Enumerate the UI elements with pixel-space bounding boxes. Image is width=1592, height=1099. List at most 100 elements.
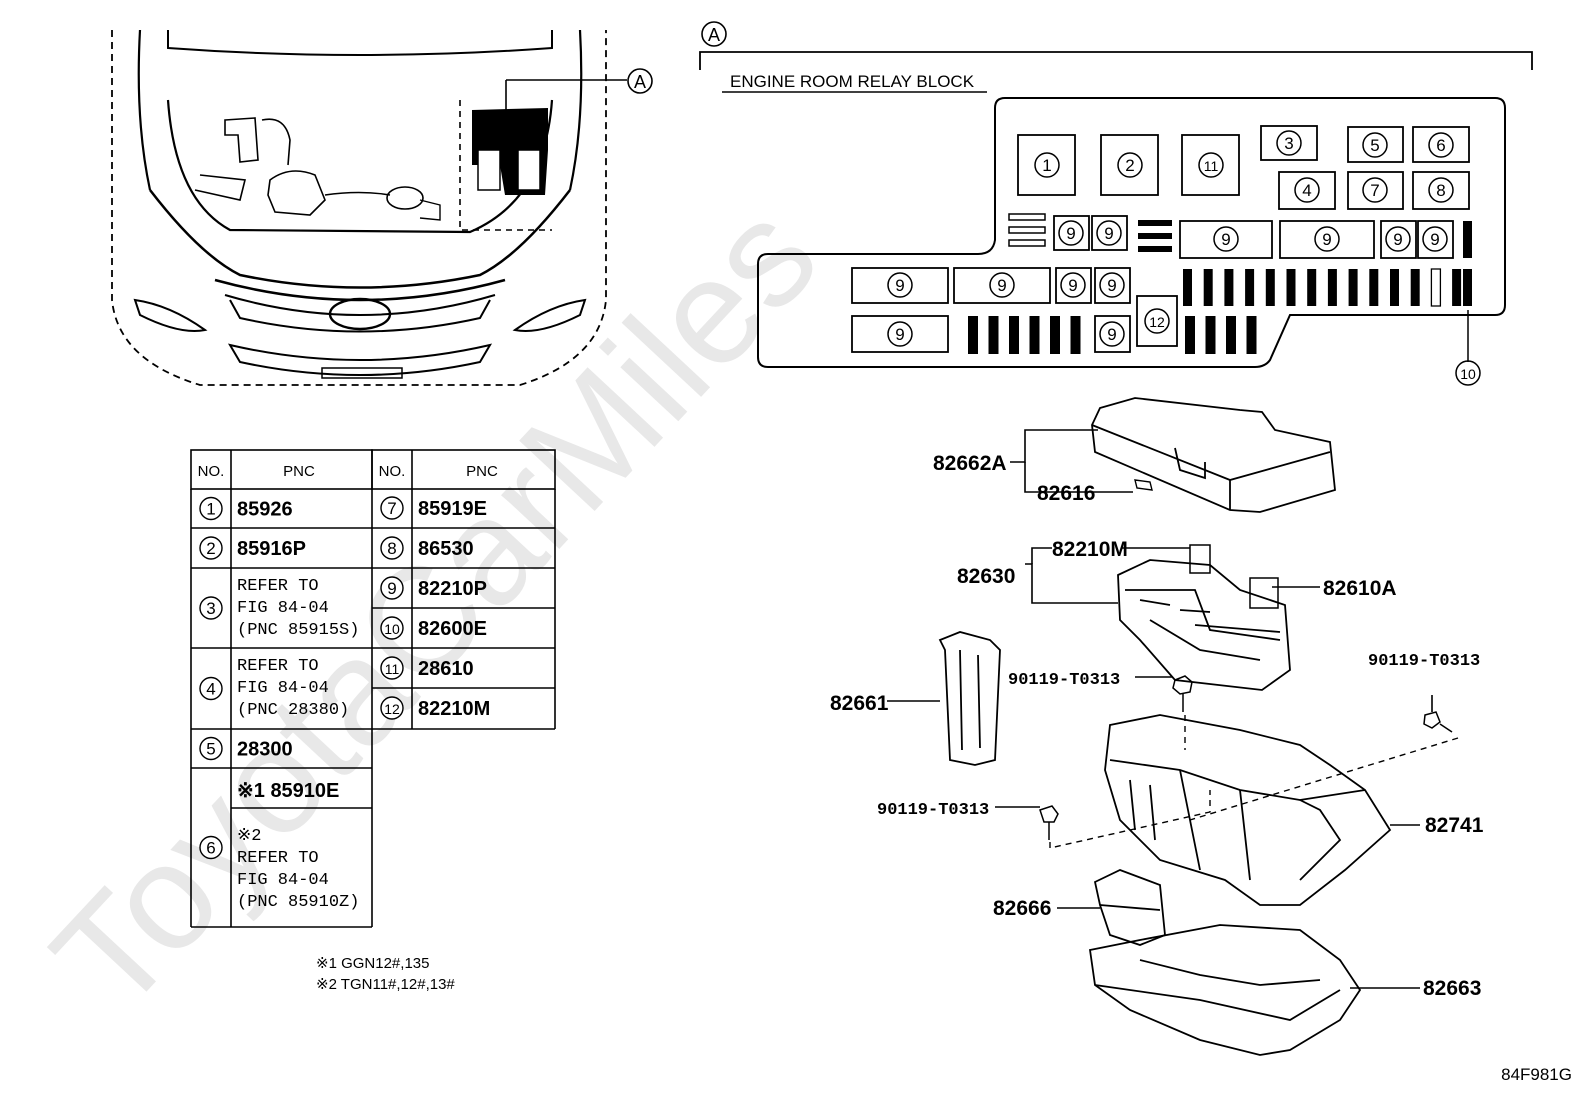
slot-number: 9 <box>895 276 904 295</box>
fuse <box>1452 269 1462 306</box>
slot-number-marker <box>1385 226 1411 252</box>
label-82663: 82663 <box>1423 977 1481 1000</box>
slot-number-marker <box>1060 272 1086 298</box>
slot-number-marker <box>1144 308 1170 334</box>
figure-id: 84F981G <box>1501 1065 1572 1084</box>
fuse <box>1245 269 1255 306</box>
fuse <box>1009 316 1019 354</box>
slot-number-marker <box>887 272 913 298</box>
fuse <box>1185 316 1195 354</box>
fuse <box>1307 269 1317 306</box>
item-number: 6 <box>206 839 215 858</box>
fuse <box>1029 316 1040 354</box>
part-labels: 82662A 82616 82210M 82630 82610A 90119-T… <box>830 452 1484 1000</box>
item-number-marker <box>380 496 404 520</box>
slot-number: 9 <box>1322 230 1331 249</box>
label-82741: 82741 <box>1425 814 1484 837</box>
fuse <box>1410 269 1420 306</box>
slot-number: 9 <box>1066 224 1075 243</box>
pnc-ref: (PNC 28380) <box>237 701 349 720</box>
label-82630: 82630 <box>957 565 1015 588</box>
fuse-row <box>1183 268 1472 307</box>
fuse <box>1265 269 1275 306</box>
label-82661: 82661 <box>830 692 889 715</box>
slot-number: 9 <box>1068 276 1077 295</box>
section-header: A ENGINE ROOM RELAY BLOCK <box>699 21 1533 93</box>
item-number: 7 <box>387 499 396 518</box>
slot-number-marker <box>1034 152 1060 178</box>
pnc-value: 82210M <box>418 698 490 720</box>
fuse <box>1224 269 1234 306</box>
header-pnc-left: PNC <box>283 463 315 480</box>
pnc-ref: FIG 84-04 <box>237 871 329 890</box>
slot-number: 5 <box>1370 136 1379 155</box>
slot-number: 4 <box>1302 181 1311 200</box>
item-number-marker <box>380 696 404 720</box>
pnc-ref: (PNC 85910Z) <box>237 893 359 912</box>
fuse-row <box>968 316 1257 354</box>
fuse <box>1205 316 1216 354</box>
slot-number: 2 <box>1125 156 1134 175</box>
pnc-value: 86530 <box>418 538 474 560</box>
engine-bay-illustration <box>111 29 627 386</box>
slot-number: 9 <box>1104 224 1113 243</box>
item-number: 10 <box>384 621 400 637</box>
label-82210m: 82210M <box>1052 538 1128 561</box>
pnc-ref: REFER TO <box>237 657 319 676</box>
bracket-82666 <box>1093 869 1166 946</box>
pnc-value: 85926 <box>237 499 293 521</box>
header-no-left: NO. <box>198 463 225 480</box>
label-82610a: 82610A <box>1323 577 1397 600</box>
slot-number-marker <box>1294 177 1320 203</box>
slot-number: 9 <box>1107 325 1116 344</box>
slot-number-marker <box>1213 226 1239 252</box>
part-leaders <box>887 429 1433 989</box>
fuse <box>1327 269 1337 306</box>
fuse <box>1463 269 1472 306</box>
slot-number: 6 <box>1436 136 1445 155</box>
label-82666: 82666 <box>993 897 1051 920</box>
note-1: ※1 GGN12#,135 <box>316 955 429 972</box>
item-number: 4 <box>206 680 215 699</box>
item-number-marker <box>199 536 223 560</box>
slot-number-marker <box>1198 152 1224 178</box>
relay-block-location <box>472 108 548 195</box>
label-90119-t0313-right: 90119-T0313 <box>1368 652 1480 671</box>
label-90119-t0313-lower: 90119-T0313 <box>877 801 989 820</box>
fuse <box>1286 269 1296 306</box>
slot-number-marker <box>1422 226 1448 252</box>
slot-number: 3 <box>1284 134 1293 153</box>
note-2: ※2 TGN11#,12#,13# <box>316 976 455 993</box>
slot-number-marker <box>1362 132 1388 158</box>
svg-text:A: A <box>634 72 646 92</box>
exploded-parts <box>938 397 1459 1056</box>
fuse <box>1246 316 1257 354</box>
fuse <box>988 316 999 354</box>
fuse <box>1226 316 1236 354</box>
pnc-ref: FIG 84-04 <box>237 679 329 698</box>
pnc-ref: (PNC 85915S) <box>237 621 359 640</box>
item-number-marker <box>199 596 223 620</box>
fuse <box>1369 269 1379 306</box>
fuse <box>968 316 978 354</box>
fuse <box>1183 269 1192 306</box>
callout-a-car: A <box>627 68 653 94</box>
slot-number-marker <box>1058 220 1084 246</box>
label-82662a: 82662A <box>933 452 1007 475</box>
item-number: 1 <box>206 500 215 519</box>
item-number: 12 <box>384 701 400 717</box>
pnc-value: 85916P <box>237 538 306 560</box>
pnc-ref: ※2 <box>237 827 261 846</box>
pnc-value: 28610 <box>418 658 474 680</box>
pnc-value: 85919E <box>418 498 487 520</box>
item-number: 8 <box>387 539 396 558</box>
item-number-marker <box>380 656 404 680</box>
svg-text:A: A <box>708 25 720 45</box>
item-number-marker <box>380 616 404 640</box>
item-number: 11 <box>385 661 400 677</box>
slot-number-marker <box>887 321 913 347</box>
slot-number: 9 <box>1430 230 1439 249</box>
